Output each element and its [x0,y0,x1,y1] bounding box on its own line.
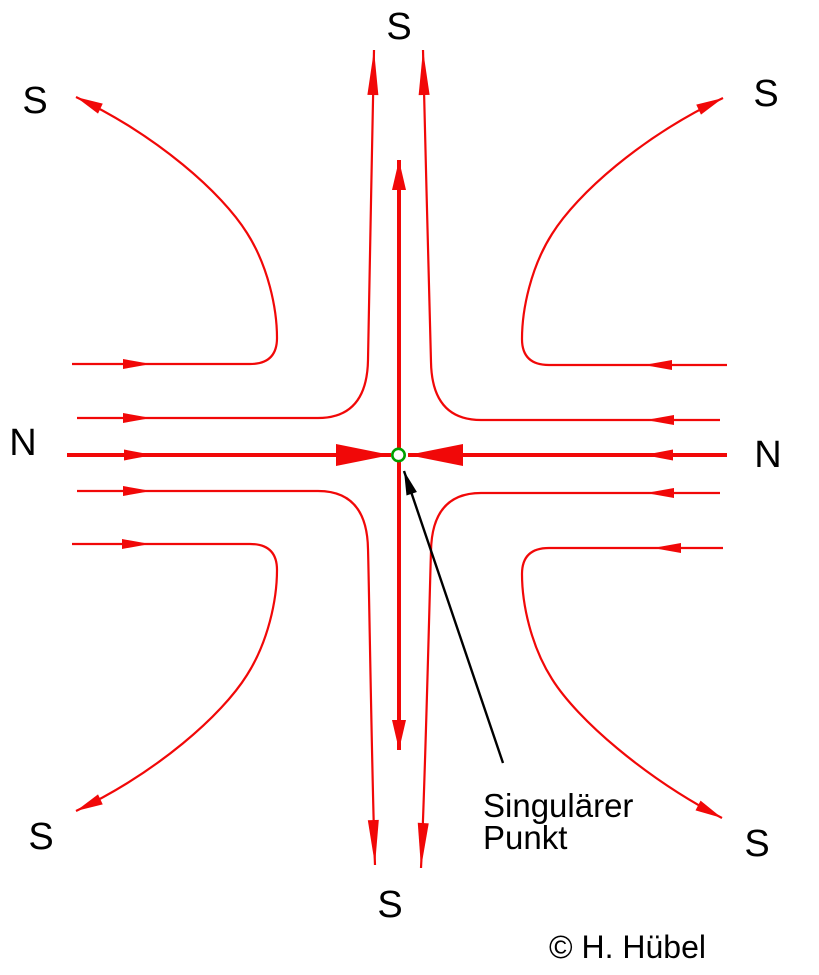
copyright-text: © H. Hübel [549,929,706,965]
flow-arrowhead [644,449,673,461]
field-line-bottom-right-outer [520,546,723,819]
field-line-bottom-right-inner [417,491,720,869]
flow-arrowhead [123,486,151,496]
label-s-top: S [386,6,411,48]
flow-arrowhead [646,415,674,425]
label-n-right: N [754,434,781,476]
field-line-top-left-outer [72,96,279,366]
flow-arrowhead [123,359,151,369]
field-line-top-left-inner [77,49,379,420]
flow-arrowhead [644,360,672,370]
annotation-arrow [402,470,505,764]
flow-arrowhead [646,488,674,498]
label-s-bottom: S [377,884,402,926]
annotation-text-line2: Punkt [483,819,567,856]
flow-arrowhead [653,543,681,553]
label-s-top-right: S [753,73,778,115]
flow-arrowhead [122,539,150,549]
flow-arrowhead [124,449,153,461]
label-s-bottom-right: S [744,823,769,865]
annotation-text-line1: Singulärer [483,787,633,824]
label-n-left: N [9,422,36,464]
field-line-bottom-left-outer [72,542,279,812]
field-line-bottom-left-inner [77,489,379,866]
label-s-top-left: S [22,80,47,122]
field-line-top-right-inner [418,49,720,422]
singular-point-marker [390,447,406,463]
label-s-bottom-left: S [28,816,53,858]
flow-arrowhead [123,413,151,423]
field-line-top-right-outer [520,97,727,367]
